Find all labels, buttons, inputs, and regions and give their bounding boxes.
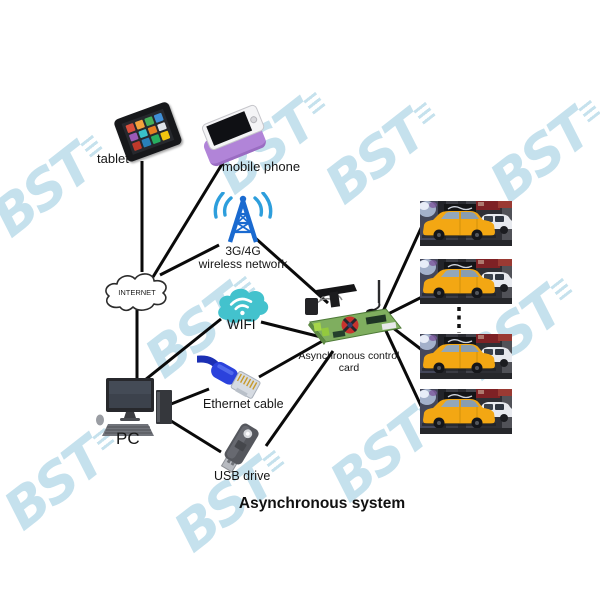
signal-waves-icon xyxy=(213,192,273,219)
led-screen-2 xyxy=(420,259,512,304)
led-screen-1 xyxy=(420,201,512,246)
wifi-label: WIFI xyxy=(227,317,256,332)
control-card-icon xyxy=(305,280,402,345)
usb-label: USB drive xyxy=(214,469,271,483)
edge-card-screen1 xyxy=(378,225,424,319)
edge-usb-card xyxy=(264,350,335,447)
tablet-label: tablet xyxy=(97,151,129,166)
control-card-label: Asynchronous control card xyxy=(298,350,400,374)
mouse-icon xyxy=(96,414,104,426)
ethernet-cable-icon xyxy=(197,355,261,399)
edge-card-screen4 xyxy=(378,317,424,409)
internet-label: INTERNET xyxy=(118,288,156,297)
led-screen-4 xyxy=(420,389,512,434)
phone-home-button xyxy=(249,115,259,125)
edge-internet-cellular xyxy=(159,243,220,277)
cellular-label-bottom: wireless network xyxy=(198,257,288,271)
usb-drive-icon xyxy=(220,423,259,473)
mobile-phone-label: mobile phone xyxy=(222,159,301,174)
edge-phone-internet xyxy=(151,155,229,278)
edge-ethernet-card xyxy=(258,337,327,379)
wifi-icon xyxy=(218,288,269,323)
edge-cellular-card xyxy=(252,234,329,305)
pc-label: PC xyxy=(116,429,140,448)
diagram-title: Asynchronous system xyxy=(238,495,406,512)
edge-wifi-card xyxy=(260,320,322,339)
ethernet-label: Ethernet cable xyxy=(203,397,284,411)
pc-icon xyxy=(96,378,172,436)
tablet-screen xyxy=(121,108,175,155)
edge-pc-usb xyxy=(162,414,222,454)
internet-cloud-icon: INTERNET xyxy=(105,273,167,312)
cellular-label-top: 3G/4G xyxy=(225,244,261,258)
cell-tower-icon xyxy=(213,192,273,243)
led-screen-3 xyxy=(420,334,512,379)
mobile-phone-icon xyxy=(196,103,276,169)
